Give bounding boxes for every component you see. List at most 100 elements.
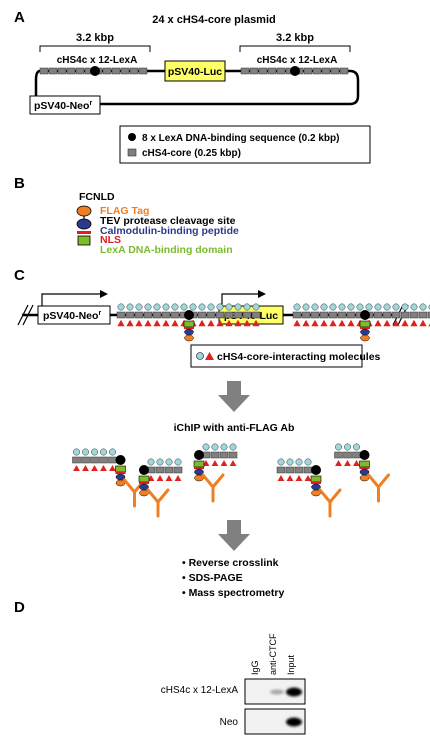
teal-circle [189, 303, 197, 311]
teal-circle [165, 458, 173, 466]
gel-panel-2 [244, 708, 306, 735]
core-unit [152, 311, 162, 319]
calmodulin [184, 328, 194, 336]
core-unit [170, 311, 180, 319]
nls-bar [115, 472, 126, 474]
core-unit [240, 67, 250, 75]
calmodulin-shape [76, 218, 92, 230]
teal-circle [252, 303, 260, 311]
red-triangle [147, 474, 155, 482]
core-unit [111, 67, 121, 75]
flow-arrow-2 [218, 520, 250, 551]
teal-circle [347, 303, 355, 311]
neo-box-c [37, 305, 111, 325]
lexa-domain [115, 465, 126, 473]
insulator-array-right [292, 303, 430, 342]
core-unit [134, 311, 144, 319]
flag-tag [311, 489, 321, 497]
teal-circle [216, 303, 224, 311]
teal-circle [211, 443, 219, 451]
core-unit [276, 466, 286, 474]
lexa-site [311, 465, 321, 475]
teal-circle [225, 303, 233, 311]
panel-b-letter: B [14, 175, 25, 192]
lexa-site [359, 450, 370, 460]
red-triangle [126, 319, 134, 327]
gel-row1-label: cHS4c x 12-LexA [161, 685, 239, 696]
teal-circle [153, 303, 161, 311]
red-triangle [117, 319, 125, 327]
core-unit [292, 311, 302, 319]
core-unit [215, 311, 225, 319]
red-triangle [174, 474, 182, 482]
core-unit [81, 456, 90, 464]
core-unit [267, 67, 277, 75]
antibody-arm [377, 473, 390, 489]
red-triangle [162, 319, 170, 327]
red-triangle [320, 319, 328, 327]
antibody-arm [146, 488, 160, 504]
block-left-label: cHS4c x 12-LexA [57, 55, 138, 66]
core-unit [242, 311, 252, 319]
red-triangle [156, 474, 164, 482]
teal-circle [401, 303, 409, 311]
red-triangle [329, 319, 337, 327]
lexa-domain [183, 320, 195, 328]
teal-circle [73, 448, 80, 456]
lexa-site [184, 310, 194, 320]
red-triangle [302, 319, 310, 327]
antibody-arm [123, 478, 136, 494]
neo-label-a: pSV40-Neor [34, 100, 92, 112]
core-unit [337, 311, 347, 319]
core-unit [75, 67, 85, 75]
core-unit [258, 67, 268, 75]
teal-circle [286, 458, 294, 466]
core-unit [285, 466, 295, 474]
teal-circle [374, 303, 382, 311]
teal-circle [293, 303, 301, 311]
core-unit [90, 456, 99, 464]
block-right-label: cHS4c x 12-LexA [257, 55, 338, 66]
legend-lexa-text: 8 x LexA DNA-binding sequence (0.2 kbp) [142, 133, 339, 144]
red-triangle [216, 319, 224, 327]
nls-bar [139, 482, 149, 484]
teal-circle [109, 448, 116, 456]
legend-lexa-dot [128, 133, 136, 141]
core-unit [219, 451, 229, 459]
core-unit [129, 67, 139, 75]
fcnld-title: FCNLD [79, 191, 115, 203]
red-triangle [207, 319, 215, 327]
kbp-right-bracket [239, 45, 351, 52]
teal-circle [144, 303, 152, 311]
core-unit [352, 451, 361, 459]
red-triangle [347, 319, 355, 327]
teal-circle [147, 458, 155, 466]
gel-panel-1 [244, 678, 306, 705]
step-reverse-crosslink: • Reverse crosslink [182, 557, 279, 569]
nls-bar [184, 327, 194, 329]
lexa-domain [359, 460, 370, 468]
core-unit [294, 466, 304, 474]
insulator-array-left [116, 303, 261, 342]
red-triangle [109, 464, 116, 472]
teal-circle [117, 303, 125, 311]
core-unit [303, 466, 313, 474]
teal-circle [295, 458, 303, 466]
core-unit [391, 311, 401, 319]
core-unit [418, 311, 428, 319]
core-unit [116, 311, 126, 319]
red-triangle [91, 464, 98, 472]
red-triangle [243, 319, 251, 327]
teal-circle [171, 303, 179, 311]
legend-calmodulin: Calmodulin-binding peptide [100, 225, 239, 237]
red-triangle [277, 474, 285, 482]
core-unit [173, 466, 183, 474]
interacting-label: cHS4-core-interacting molecules [217, 351, 381, 363]
kbp-left-label: 3.2 kbp [76, 32, 114, 44]
lane-igg-label: IgG [250, 660, 260, 675]
lexa-domain [310, 475, 322, 483]
flag-tag [194, 474, 204, 482]
core-unit [72, 456, 81, 464]
dna-break-left [17, 304, 34, 326]
core-unit [301, 311, 311, 319]
